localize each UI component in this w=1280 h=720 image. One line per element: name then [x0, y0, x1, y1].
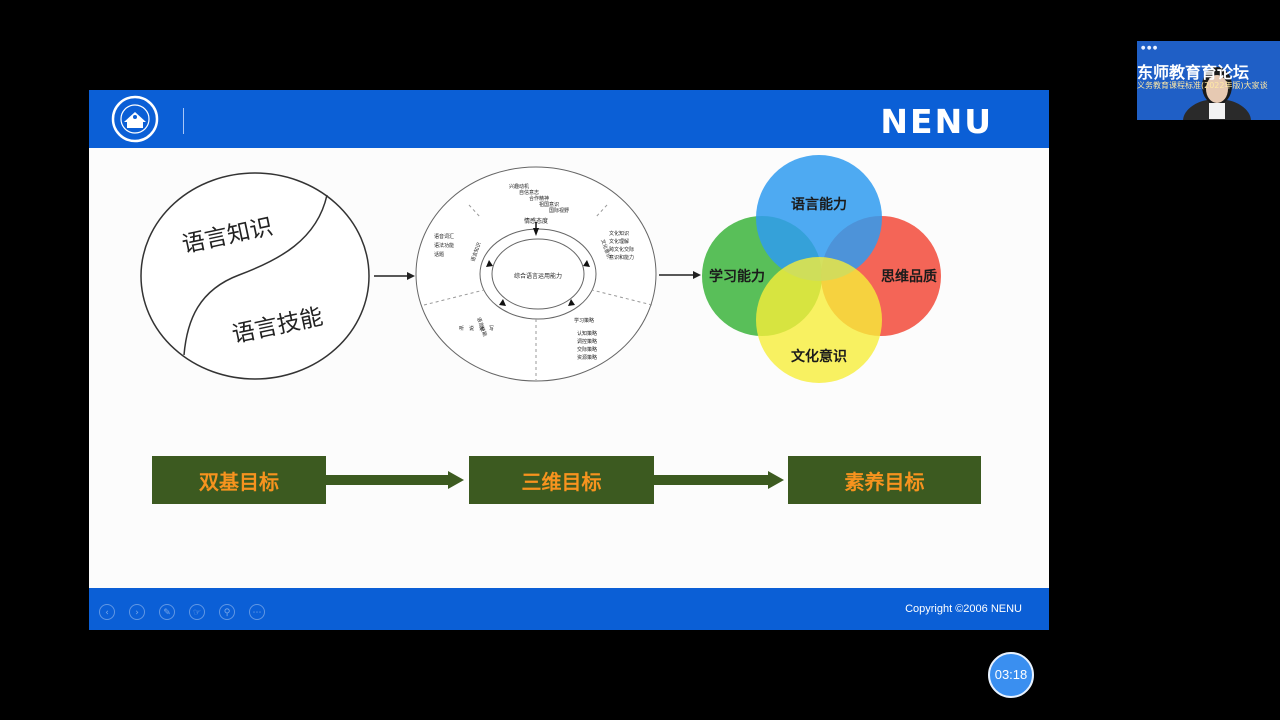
wheel-top-item: 国际视野: [549, 207, 569, 214]
next-icon[interactable]: ›: [129, 604, 145, 620]
wheel-bottom-right-item: 交际策略: [577, 346, 597, 353]
goal-dual-basics: 双基目标: [152, 456, 326, 504]
pointer-icon[interactable]: ☞: [189, 604, 205, 620]
wheel-bottom-left-item: 说: [469, 325, 474, 332]
curriculum-wheel-diagram: 综合语言运用能力 情感态度 兴趣动机 自信意志 合作精神 祖国意识 国际视野 语…: [415, 166, 657, 382]
zoom-icon[interactable]: ⚲: [219, 604, 235, 620]
wheel-bottom-right-item: 调控策略: [577, 338, 597, 345]
wheel-top-item: 兴趣动机: [509, 183, 529, 190]
university-seal-logo: [111, 95, 159, 143]
goal-three-dimension: 三维目标: [469, 456, 654, 504]
wheel-left-item: 语音词汇: [434, 233, 454, 240]
more-icon[interactable]: ⋯: [249, 604, 265, 620]
venn-left-label: 学习能力: [709, 268, 765, 285]
copyright-text: Copyright ©2006 NENU: [905, 603, 1022, 615]
wheel-left-items: 语音词汇 语法功能 话题: [434, 233, 454, 258]
wheel-bottom-left-item: 读: [479, 325, 484, 332]
webcam-forum-subtitle: 义务教育课程标准(2022年版)大家谈: [1137, 81, 1268, 90]
arrow-to-middle-diagram: [374, 272, 415, 280]
venn-bottom-label: 文化意识: [791, 348, 847, 365]
wheel-left-item: 话题: [434, 251, 444, 258]
prev-icon[interactable]: ‹: [99, 604, 115, 620]
wheel-right-item: 意识和能力: [609, 254, 634, 261]
presenter-video: [1137, 41, 1280, 120]
goal-arrow-2: [654, 471, 784, 489]
wheel-top-label: 情感态度: [524, 217, 548, 225]
slide-header: NENU: [89, 90, 1049, 148]
wheel-center-label: 综合语言运用能力: [514, 272, 562, 280]
webcam-forum-title: 东师教育育论坛: [1137, 63, 1250, 82]
venn-right-label: 思维品质: [881, 268, 937, 285]
slide-footer: ‹ › ✎ ☞ ⚲ ⋯ Copyright ©2006 NENU: [89, 588, 1049, 630]
wheel-bottom-left-items: 听 说 读 写: [459, 325, 494, 332]
wheel-bottom-left-item: 听: [459, 325, 464, 332]
recording-timer[interactable]: 03:18: [988, 652, 1034, 698]
pen-icon[interactable]: ✎: [159, 604, 175, 620]
header-divider: [183, 108, 184, 134]
venn-top-label: 语言能力: [791, 196, 847, 213]
nenu-brand: NENU: [880, 102, 993, 141]
arrow-to-venn: [659, 271, 701, 279]
wheel-right-items: 文化知识 文化理解 跨文化交际 意识和能力: [609, 230, 634, 261]
wheel-top-item: 合作精神: [529, 195, 549, 202]
wheel-bottom-right-label: 学习策略: [574, 317, 594, 324]
webcam-thumbnail[interactable]: ● ● ● 东师教育育论坛 义务教育课程标准(2022年版)大家谈: [1137, 41, 1280, 120]
wheel-top-item: 祖国意识: [539, 201, 559, 208]
diagram-area: 语言知识 语言技能 综合语言运用能力 情感态度 兴趣动机 自信意志 合作精神 祖…: [140, 155, 941, 383]
wheel-bottom-right-item: 资源策略: [577, 354, 597, 361]
webcam-banner-logos: ● ● ●: [1141, 45, 1158, 51]
wheel-bottom-right-item: 认知策略: [577, 330, 597, 337]
wheel-right-item: 跨文化交际: [609, 246, 634, 253]
knowledge-skills-diagram: 语言知识 语言技能: [140, 172, 370, 380]
goal-arrow-1: [326, 471, 464, 489]
wheel-left-item: 语法功能: [434, 242, 454, 249]
wheel-right-item: 文化理解: [609, 238, 629, 245]
slideshow-controls: ‹ › ✎ ☞ ⚲ ⋯: [99, 604, 265, 620]
wheel-top-item: 自信意志: [519, 189, 539, 196]
presentation-slide: NENU 语言知识 语言技能 综合语言运用能力 情感态度: [89, 90, 1049, 630]
wheel-bottom-left-item: 写: [489, 326, 494, 332]
core-competency-venn: 语言能力 学习能力 思维品质 文化意识: [702, 155, 941, 383]
wheel-bottom-right-items: 认知策略 调控策略 交际策略 资源策略: [577, 330, 597, 361]
goal-competency: 素养目标: [788, 456, 981, 504]
wheel-right-item: 文化知识: [609, 230, 629, 237]
wheel-top-items: 兴趣动机 自信意志 合作精神 祖国意识 国际视野: [509, 183, 569, 214]
